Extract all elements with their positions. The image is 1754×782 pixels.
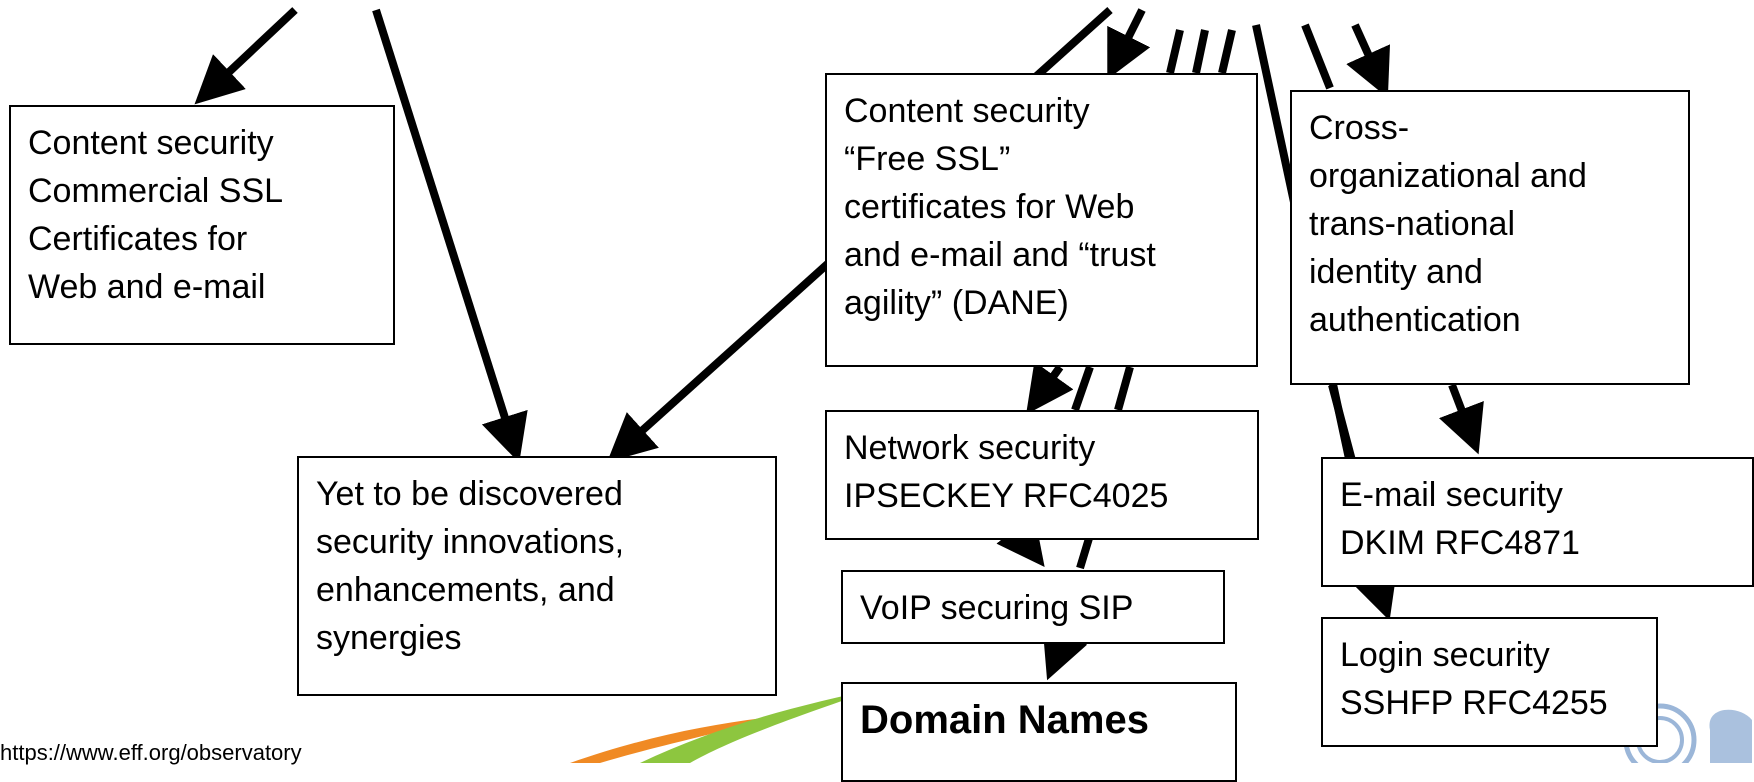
box-voip-label: VoIP securing SIP	[860, 589, 1134, 627]
arrow-down-1	[1166, 29, 1184, 74]
arrow-email-to-login	[1351, 567, 1398, 621]
arrow-to-commercial-ssl	[194, 7, 298, 105]
arrow-to-cross-org-2	[1346, 23, 1391, 98]
footer-url[interactable]: https://www.eff.org/observatory	[0, 740, 302, 765]
box-login-security-label: Login security SSHFP RFC4255	[1340, 636, 1608, 722]
box-email-security: E-mail security DKIM RFC4871	[1321, 457, 1754, 587]
arrow-line-to-network-2	[1071, 365, 1094, 412]
box-commercial-ssl-label: Content security Commercial SSL Certific…	[28, 124, 284, 306]
box-cross-org-label: Cross- organizational and trans-national…	[1309, 109, 1587, 339]
box-cross-org: Cross- organizational and trans-national…	[1290, 90, 1690, 385]
box-email-security-label: E-mail security DKIM RFC4871	[1340, 476, 1580, 562]
box-login-security: Login security SSHFP RFC4255	[1321, 617, 1658, 747]
box-commercial-ssl: Content security Commercial SSL Certific…	[9, 105, 395, 345]
arrow-line-to-network-3	[1114, 365, 1134, 412]
green-swoosh-decoration	[640, 688, 880, 763]
arrow-line-to-voip-2	[1076, 533, 1094, 570]
arrow-to-yet-to-discover-left	[372, 8, 528, 463]
box-yet-to-discover: Yet to be discovered security innovation…	[297, 456, 777, 696]
arrow-voip-to-domain	[1042, 626, 1088, 681]
arrow-down-2	[1192, 29, 1209, 74]
box-free-ssl: Content security “Free SSL” certificates…	[825, 73, 1258, 367]
arrow-to-free-ssl	[1107, 8, 1151, 80]
box-voip: VoIP securing SIP	[841, 570, 1225, 644]
arrow-to-cross-org	[1301, 23, 1334, 90]
arrow-cross-to-email	[1439, 383, 1484, 455]
box-free-ssl-label: Content security “Free SSL” certificates…	[844, 92, 1156, 322]
box-network-security: Network security IPSECKEY RFC4025	[825, 410, 1259, 540]
arrow-free-ssl-to-network	[1026, 361, 1074, 415]
box-network-security-label: Network security IPSECKEY RFC4025	[844, 429, 1169, 515]
box-domain-names: Domain Names	[841, 682, 1237, 782]
arrow-down-3	[1218, 29, 1236, 74]
arrow-cross-to-login	[1328, 383, 1358, 470]
box-yet-to-discover-label: Yet to be discovered security innovation…	[316, 475, 625, 657]
box-domain-names-label: Domain Names	[860, 698, 1149, 742]
